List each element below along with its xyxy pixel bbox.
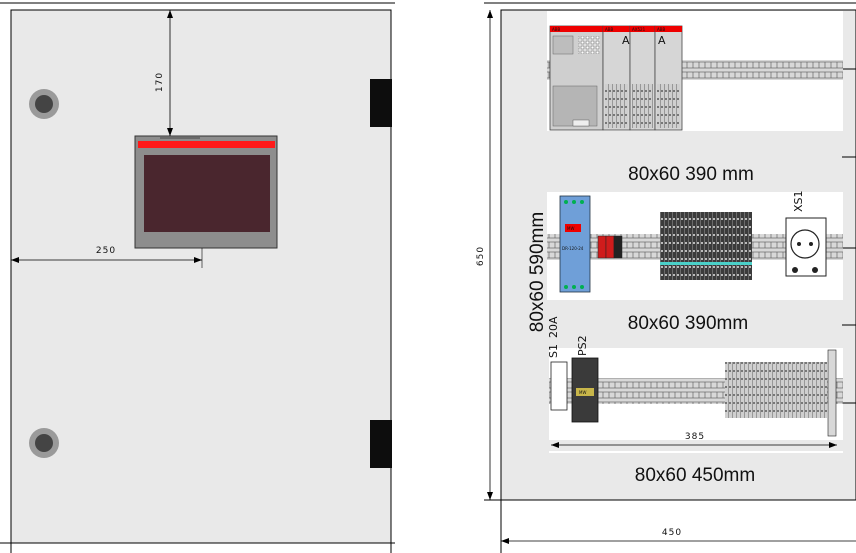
row-2-power: MW DR-120-24 XS1 — [547, 190, 843, 300]
dimension-height-label: 650 — [476, 246, 486, 266]
duct-label-3: 80x60 450mm — [635, 465, 755, 486]
dimension-width-label: 450 — [662, 528, 682, 538]
dimension-inner: 385 — [551, 432, 837, 448]
psu-model-1: DR-120-24 — [562, 246, 584, 251]
s1-label: S1 — [547, 344, 560, 358]
module-a-label-1: A — [622, 34, 630, 47]
door-lock-bottom — [29, 428, 59, 458]
abb-logo-2: ABB — [605, 27, 613, 32]
ps2-label: PS2 — [576, 335, 589, 356]
hmi-status-stripe — [138, 141, 275, 148]
row-3-distribution: S1 20A MW PS2 385 — [547, 316, 843, 448]
plc-io-module-2: AX521 — [629, 25, 656, 131]
main-switch — [550, 361, 568, 411]
dimension-height: 650 — [476, 10, 493, 500]
dimension-inner-label: 385 — [685, 432, 705, 442]
terminal-block-2 — [660, 212, 752, 280]
dimension-top: 170 — [155, 10, 200, 139]
module-a-label-2: A — [658, 34, 666, 47]
door-panel — [10, 9, 392, 544]
power-supply-2: MW PS2 — [571, 335, 599, 423]
plc-io-module-1: ABB A — [602, 25, 631, 131]
circuit-breakers — [597, 235, 623, 259]
hinge-bottom — [370, 420, 392, 468]
duct-label-1: 80x60 390 mm — [628, 164, 754, 185]
s1-rating: 20A — [547, 316, 560, 338]
terminal-block-3 — [725, 362, 827, 418]
dimension-left: 250 — [11, 246, 203, 268]
door-front-view: 170 250 — [0, 0, 395, 553]
mounting-plate-view: 650 450 80x60 590mm ABB — [476, 2, 856, 553]
psu-brand-2: MW — [579, 390, 586, 395]
duct-label-2: 80x60 390mm — [628, 313, 748, 334]
ax521-label: AX521 — [632, 27, 646, 32]
plc-cpu-module: ABB — [549, 25, 604, 131]
dimension-width: 450 — [501, 528, 856, 544]
dimension-left-label: 250 — [96, 246, 116, 256]
plc-io-module-3: ABB A — [654, 25, 683, 131]
hmi-display — [134, 135, 278, 249]
row-1-plc: ABB ABB A AX521 AB — [547, 11, 843, 131]
hmi-screen — [144, 155, 270, 232]
psu-brand-1: MW — [567, 226, 574, 231]
abb-logo-3: ABB — [657, 27, 665, 32]
socket-outlet: XS1 — [785, 190, 827, 277]
xs1-label: XS1 — [792, 190, 805, 212]
power-supply-1: MW DR-120-24 — [559, 195, 591, 293]
abb-logo-1: ABB — [552, 27, 560, 32]
dimension-top-label: 170 — [155, 72, 165, 92]
door-lock-top — [29, 89, 59, 119]
hinge-top — [370, 79, 392, 127]
vertical-duct-label: 80x60 590mm — [527, 212, 548, 332]
